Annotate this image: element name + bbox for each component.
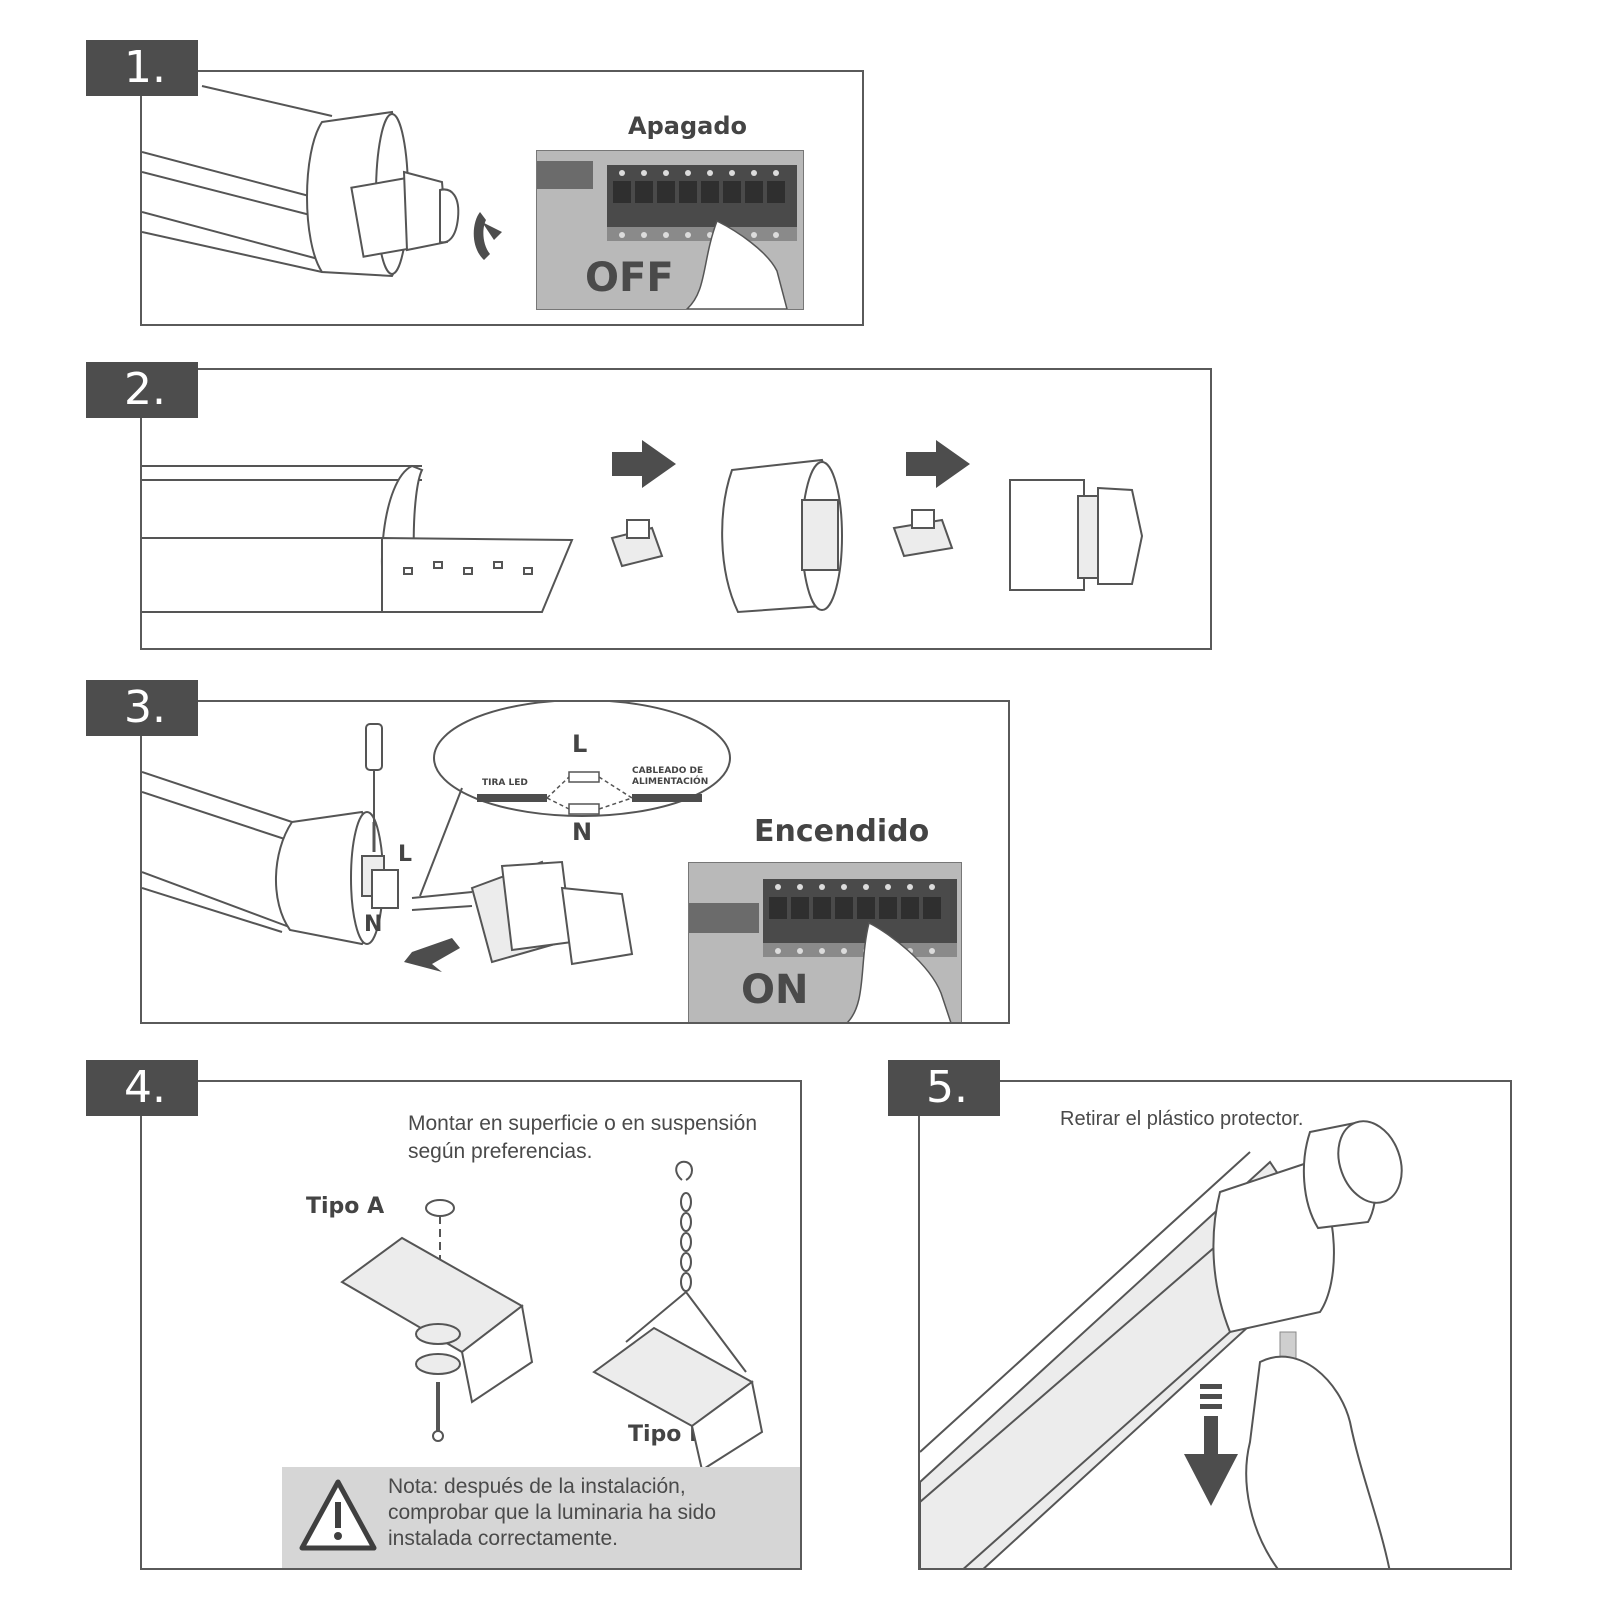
step-number-tab: 2. (86, 362, 198, 418)
off-state-label: OFF (585, 255, 674, 301)
disassembly-sequence-illustration (142, 440, 1144, 614)
off-caption: Apagado (628, 112, 747, 140)
remove-film-illustration (920, 1120, 1403, 1568)
warning-icon (299, 1479, 377, 1551)
wiring-illustration (142, 702, 731, 972)
step-panel-2 (140, 368, 1212, 650)
supply-wiring-label: CABLEADO DE ALIMENTACIÓN (632, 766, 709, 787)
terminal-line-label: L (398, 842, 413, 867)
step-panel-1: Apagado OFF (140, 70, 864, 326)
step-number-tab: 1. (86, 40, 198, 96)
terminal-neutral-label: N (364, 912, 383, 937)
on-caption: Encendido (754, 814, 930, 849)
breaker-panel-off: OFF (536, 150, 804, 310)
led-strip-label: TIRA LED (482, 778, 528, 788)
breaker-panel-on: ON (688, 862, 962, 1022)
step-panel-3: L N TIRA LED CABLEADO DE ALIMENTACIÓN L … (140, 700, 1010, 1024)
step-number-tab: 5. (888, 1060, 1000, 1116)
step-number-tab: 4. (86, 1060, 198, 1116)
protective-film-instruction: Retirar el plástico protector. (1060, 1108, 1304, 1130)
on-state-label: ON (741, 967, 809, 1013)
installation-note: Nota: después de la instalación, comprob… (388, 1475, 717, 1550)
mounting-bracket-illustration (282, 1160, 800, 1568)
step-panel-4: Montar en superficie o en suspensión seg… (140, 1080, 802, 1570)
connector-block-icon (610, 519, 664, 568)
type-a-label: Tipo A (306, 1194, 385, 1219)
connector-block-icon (892, 509, 954, 558)
step-number-tab: 3. (86, 680, 198, 736)
wiring-neutral-label: N (572, 818, 593, 846)
wiring-line-label: L (572, 730, 588, 758)
step-panel-5: Retirar el plástico protector. (918, 1080, 1512, 1570)
luminaire-endcap-illustration (142, 85, 502, 278)
mounting-instruction: Montar en superficie o en suspensión seg… (408, 1112, 758, 1163)
